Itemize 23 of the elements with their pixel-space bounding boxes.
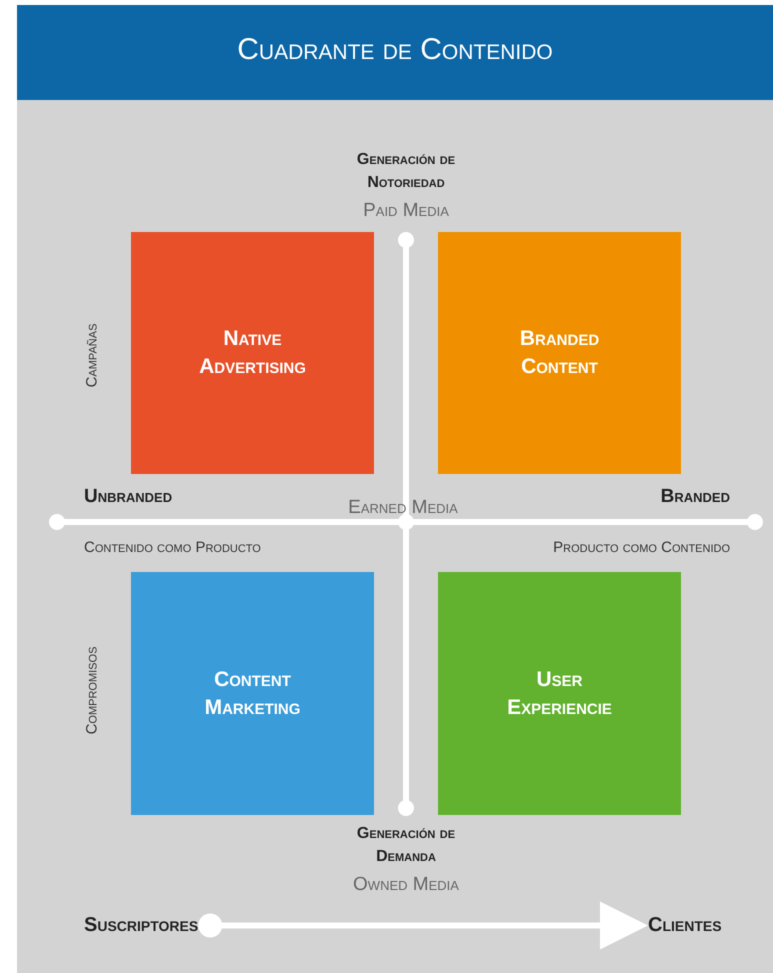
quadrant-box	[131, 232, 374, 474]
quadrant-box	[438, 572, 681, 815]
axis-label: Contenido como Producto	[84, 539, 261, 556]
axis-label: Branded	[660, 486, 730, 508]
axis-label: Producto como Contenido	[553, 539, 730, 556]
quadrant-title: Branded Content	[518, 326, 600, 380]
axis-label: Compromisos	[84, 646, 100, 734]
media-label: Earned Media	[348, 497, 458, 519]
title: Cuadrante de Contenido	[236, 32, 554, 68]
stage-label: Clientes	[648, 914, 722, 937]
axis-label: Generación de Demanda	[356, 824, 456, 867]
stage-label: Suscriptores	[84, 914, 198, 937]
media-label: Paid Media	[363, 200, 449, 222]
axis-label: Unbranded	[84, 486, 172, 508]
quadrant-box	[131, 572, 374, 815]
quadrant-box	[438, 232, 681, 474]
quadrant-title: Content Marketing	[204, 666, 302, 720]
quadrant-title: Native Advertising	[198, 326, 307, 380]
quadrant-title: User Experiencie	[506, 666, 613, 720]
axis-label: Campañas	[84, 323, 100, 387]
media-label: Owned Media	[353, 874, 459, 896]
axis-label: Generación de Notoriedad	[356, 150, 456, 193]
arrow	[198, 902, 648, 950]
